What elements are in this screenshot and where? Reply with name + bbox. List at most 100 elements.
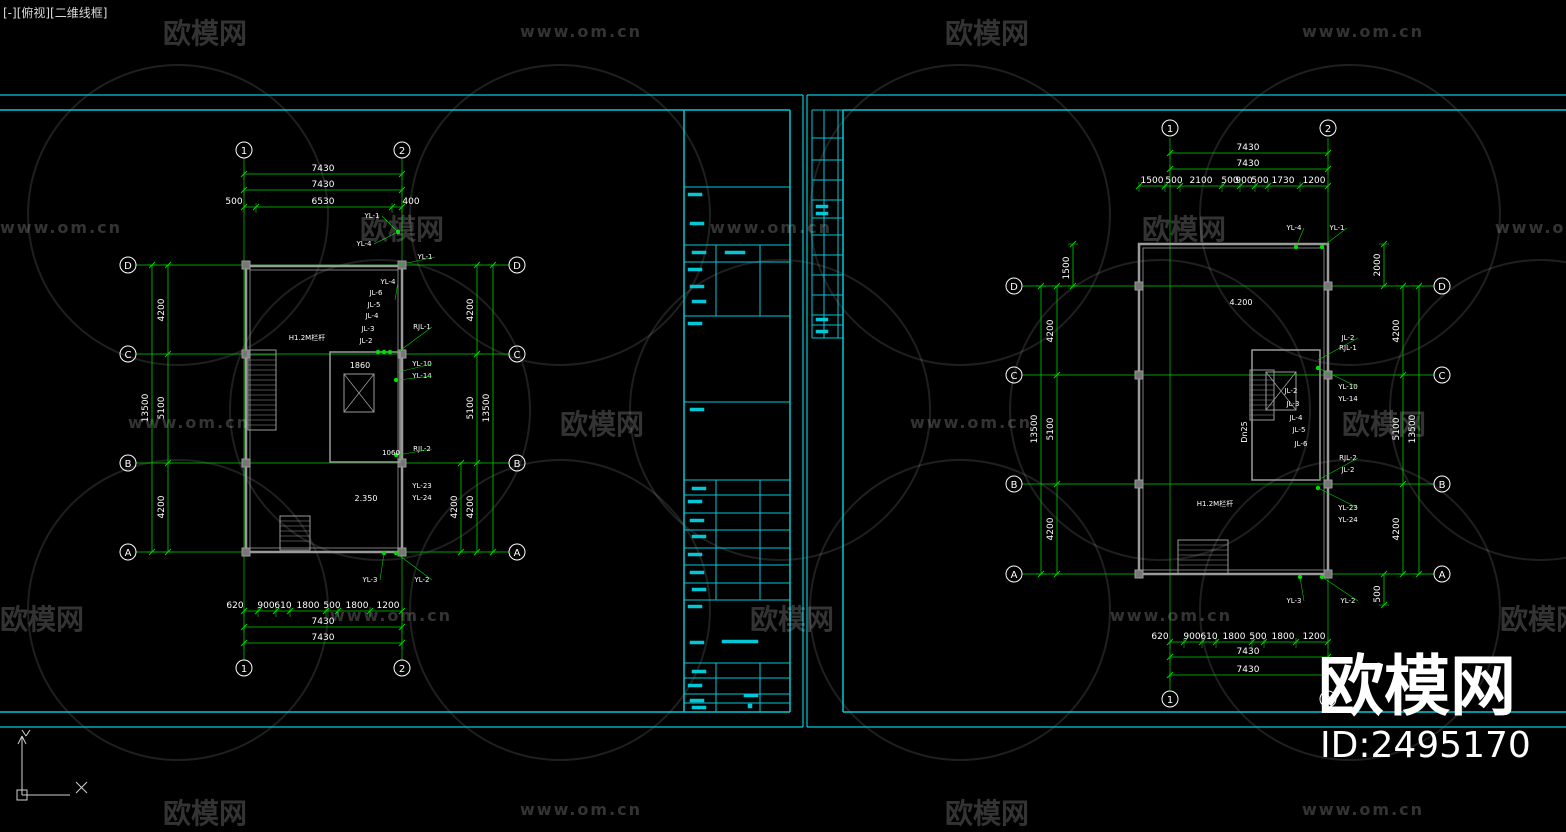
watermark-circle bbox=[809, 64, 1111, 366]
watermark-url: www.om.cn bbox=[1110, 606, 1233, 625]
leader-line bbox=[395, 552, 433, 581]
grid-label: B bbox=[125, 459, 132, 470]
title-block-text bbox=[689, 221, 705, 226]
dimension-text: 4200 bbox=[1046, 517, 1056, 540]
grid-label: B bbox=[1439, 480, 1446, 491]
pipe-label: JL-4 bbox=[1289, 414, 1303, 422]
dimension-text: 1500 bbox=[1062, 256, 1072, 279]
watermark-circles bbox=[27, 64, 1566, 761]
watermark-circle bbox=[27, 64, 329, 366]
service-core bbox=[329, 351, 401, 463]
title-block-text bbox=[691, 299, 707, 304]
watermark-circle bbox=[1199, 64, 1501, 366]
dimension-text: 1800 bbox=[346, 601, 369, 611]
structural-column bbox=[1323, 569, 1333, 579]
dimension-text: 900 bbox=[1235, 176, 1252, 186]
grid-label: A bbox=[1439, 570, 1446, 581]
dimension-text: 500 bbox=[1373, 585, 1383, 602]
structural-column bbox=[241, 349, 251, 359]
leader-line bbox=[1321, 576, 1359, 602]
dimension-text: 5100 bbox=[466, 396, 476, 419]
leader-line bbox=[381, 215, 399, 233]
structural-column bbox=[1323, 370, 1333, 380]
title-block-text bbox=[687, 192, 703, 197]
pipe-label: JL-3 bbox=[1286, 400, 1300, 408]
title-block-text bbox=[689, 698, 705, 703]
watermark-logo: 欧模网 bbox=[560, 408, 645, 441]
structural-column bbox=[397, 458, 407, 468]
grid-label: 1 bbox=[241, 146, 247, 157]
watermark-circle bbox=[809, 459, 1111, 761]
drawing-frames bbox=[0, 94, 1566, 728]
watermark-logo: 欧模网 bbox=[945, 17, 1030, 50]
ucs-y-mark bbox=[21, 729, 27, 737]
pipe-label: YL-23 bbox=[411, 482, 432, 490]
dimension-text: 500 bbox=[1165, 176, 1182, 186]
elevator-cross bbox=[343, 373, 375, 413]
grid-bubble bbox=[508, 256, 526, 274]
ucs-icon bbox=[16, 729, 88, 801]
leader-line bbox=[373, 231, 399, 245]
title-block-text bbox=[691, 669, 707, 674]
pipe-label: YL-24 bbox=[411, 494, 432, 502]
pipe-label: YL-4 bbox=[1285, 224, 1302, 232]
watermark-circle bbox=[229, 259, 531, 561]
grid-label: C bbox=[1439, 371, 1446, 382]
dimension-text: 7430 bbox=[312, 617, 335, 627]
grid-bubble bbox=[508, 345, 526, 363]
pipe-label: YL-3 bbox=[1285, 597, 1301, 605]
pipe-label: RJL-2 bbox=[413, 445, 431, 453]
dimension-text: 7430 bbox=[1237, 159, 1260, 169]
viewport-controls[interactable]: [-][俯视][二维线框] bbox=[3, 6, 108, 20]
watermark-logo: 欧模网 bbox=[945, 797, 1030, 830]
watermark-url: www.om.cn bbox=[520, 800, 643, 819]
dimension-text: 1800 bbox=[1223, 632, 1246, 642]
ucs-arrow bbox=[21, 735, 27, 745]
dimension-text: 4200 bbox=[466, 495, 476, 518]
interior-wall bbox=[249, 269, 399, 549]
title-block-text bbox=[687, 267, 703, 272]
pipe-label: JL-5 bbox=[1292, 426, 1306, 434]
pipe-label: RJL-1 bbox=[413, 323, 431, 331]
brand-logo: 欧模网 bbox=[1318, 648, 1516, 725]
structural-column bbox=[1134, 569, 1144, 579]
pipe-label: JL-2 bbox=[1284, 387, 1298, 395]
pipe-label: RJL-1 bbox=[1339, 344, 1357, 352]
watermark-circle bbox=[1199, 459, 1501, 761]
title-block-text bbox=[724, 250, 746, 255]
leader-line bbox=[1321, 227, 1348, 248]
watermark-url: www.om.cn bbox=[0, 218, 123, 237]
plan-note: 1060 bbox=[382, 449, 400, 457]
grid-label: C bbox=[1011, 371, 1018, 382]
dimension-text: 1730 bbox=[1272, 176, 1295, 186]
watermark-url: www.om.cn bbox=[128, 413, 251, 432]
title-block-text bbox=[691, 534, 707, 539]
grid-label: B bbox=[1011, 480, 1018, 491]
dimension-text: 13500 bbox=[141, 393, 151, 422]
plan-note: Dn25 bbox=[1240, 421, 1249, 442]
grid-label: 2 bbox=[399, 146, 405, 157]
ucs-origin bbox=[16, 789, 28, 801]
dimension-text: 13500 bbox=[1030, 414, 1040, 443]
pipe-riser bbox=[393, 452, 399, 458]
pipe-riser bbox=[387, 349, 393, 355]
title-block-text bbox=[691, 250, 707, 255]
pipe-label: YL-10 bbox=[1337, 383, 1358, 391]
dimension-text: 4200 bbox=[1046, 319, 1056, 342]
dimension-text: 1200 bbox=[1303, 176, 1326, 186]
watermark-logo: 欧模网 bbox=[1500, 603, 1566, 636]
dimension-text: 7430 bbox=[312, 180, 335, 190]
pipe-label: JL-5 bbox=[367, 301, 381, 309]
title-block-text bbox=[691, 486, 707, 491]
dimension-text: 13500 bbox=[1408, 414, 1418, 443]
plan-note: 2.350 bbox=[355, 494, 378, 503]
structural-column bbox=[1134, 479, 1144, 489]
grid-label: C bbox=[514, 350, 521, 361]
dimension-text: 500 bbox=[1221, 176, 1238, 186]
title-block-text bbox=[691, 587, 707, 592]
elevator-shaft bbox=[343, 373, 375, 413]
watermark-url: www.om.cn bbox=[910, 413, 1033, 432]
revision-strip-text bbox=[815, 204, 829, 209]
